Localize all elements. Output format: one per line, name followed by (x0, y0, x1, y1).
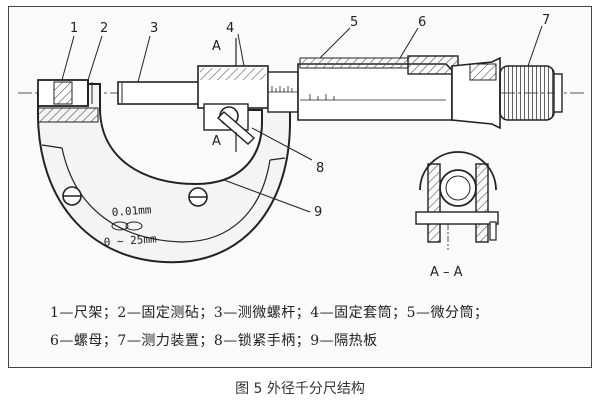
plate-screw-left (62, 186, 82, 206)
leader-7 (527, 25, 543, 67)
callout-9: 9 (314, 205, 322, 220)
callout-2: 2 (100, 21, 108, 36)
section-mark-bottom: A (212, 134, 221, 149)
frame-resolution-text: 0.01mm (111, 203, 152, 219)
leader-9 (223, 179, 311, 213)
callout-7: 7 (542, 13, 550, 28)
micrometer-diagram: 0.01mm 0 ~ 25mm (18, 13, 585, 280)
measuring-spindle (117, 81, 209, 105)
section-title: A – A (430, 265, 463, 280)
fixed-sleeve (197, 65, 299, 113)
ratchet-device (451, 56, 563, 130)
nut (407, 55, 459, 75)
callout-4: 4 (226, 21, 234, 36)
figure-caption: 图 5 外径千分尺结构 (235, 381, 365, 397)
section-mark-top: A (212, 39, 221, 54)
leader-3 (137, 35, 151, 83)
callout-1: 1 (70, 21, 78, 36)
leader-4 (237, 33, 245, 67)
leader-8 (251, 127, 313, 161)
lock-lever (203, 103, 256, 145)
leader-5 (319, 27, 351, 59)
frame-body (36, 83, 291, 264)
section-view (415, 151, 499, 250)
plate-screw-right (188, 187, 208, 207)
leader-6 (399, 27, 419, 59)
frame-logo-mark (111, 221, 143, 231)
callout-6: 6 (418, 15, 426, 30)
leader-1 (61, 35, 75, 81)
legend-line-2: 6—螺母；7—测力装置；8—锁紧手柄；9—隔热板 (50, 333, 378, 349)
legend-line-1: 1—尺架；2—固定测砧；3—测微螺杆；4—固定套筒；5—微分筒； (50, 305, 489, 321)
frame-range-text: 0 ~ 25mm (103, 232, 157, 249)
callout-5: 5 (350, 15, 358, 30)
fixed-anvil (37, 79, 93, 107)
callout-3: 3 (150, 21, 158, 36)
leader-2 (87, 35, 103, 81)
callout-8: 8 (316, 161, 324, 176)
